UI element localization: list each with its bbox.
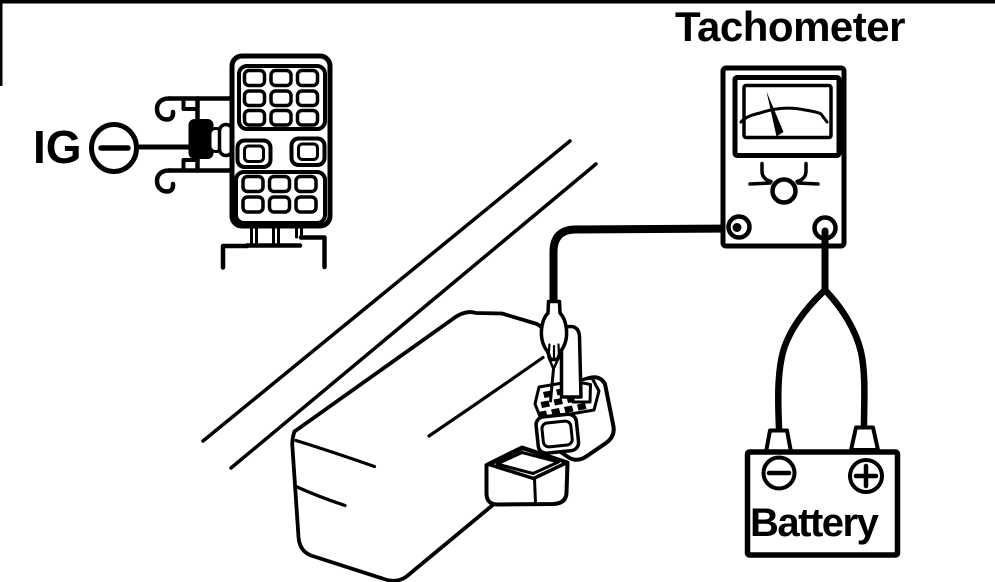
battery-post-positive [849,425,880,452]
scan-border-left [0,0,3,86]
pin-cavities-bottom [241,174,318,214]
connector-housing-front [484,445,570,507]
terminal-lead-left-pin [732,223,742,232]
ignition-connector [154,53,333,270]
tachometer-unit: Tachometer [675,3,906,249]
ignition-terminal-callout: IG [33,121,193,174]
probe-lead-wire [549,224,740,307]
ecu-module [290,310,569,582]
meter-scale-arc [739,106,829,124]
lead-negative [775,287,828,432]
ig-probe-terminal [188,119,214,159]
battery-post-negative [764,428,793,454]
ecu-top-edge [292,310,569,434]
meter-face [742,83,833,140]
meter-needle [766,91,784,137]
battery-label: Battery [750,501,880,545]
pin-group-top [237,64,327,131]
ecu-seam-upper [294,438,377,469]
dash-panel-edge-lines [201,139,598,470]
ecu-seam-lower [294,484,347,508]
terminal-lead-left [726,214,752,240]
probe-taper [547,355,561,371]
minus-circle-icon [89,122,139,174]
panel-line-upper [201,139,572,443]
tachometer-label: Tachometer [675,3,905,50]
battery-leads [775,227,868,432]
ecu-left-bottom-edge [290,429,496,582]
probe-needle-tip [549,367,555,403]
pin-cavities-top [242,68,320,127]
battery-unit: Battery [744,425,901,558]
panel-line-lower [229,162,598,470]
minus-terminal-icon [761,455,797,491]
scan-border-top [0,0,995,4]
test-probe [539,224,740,403]
connector-mounting-legs [220,225,327,270]
pin-group-bottom [234,170,327,225]
probe-grip-hatching [547,343,561,360]
pin-row-middle [235,136,327,169]
ecu-top-ridge [427,355,545,438]
ignition-label: IG [33,121,82,173]
connector-body [229,53,333,229]
adjuster-knob-icon [748,161,820,205]
plus-terminal-icon [848,458,884,494]
lead-positive [822,287,868,429]
connector-front-face [534,412,581,455]
